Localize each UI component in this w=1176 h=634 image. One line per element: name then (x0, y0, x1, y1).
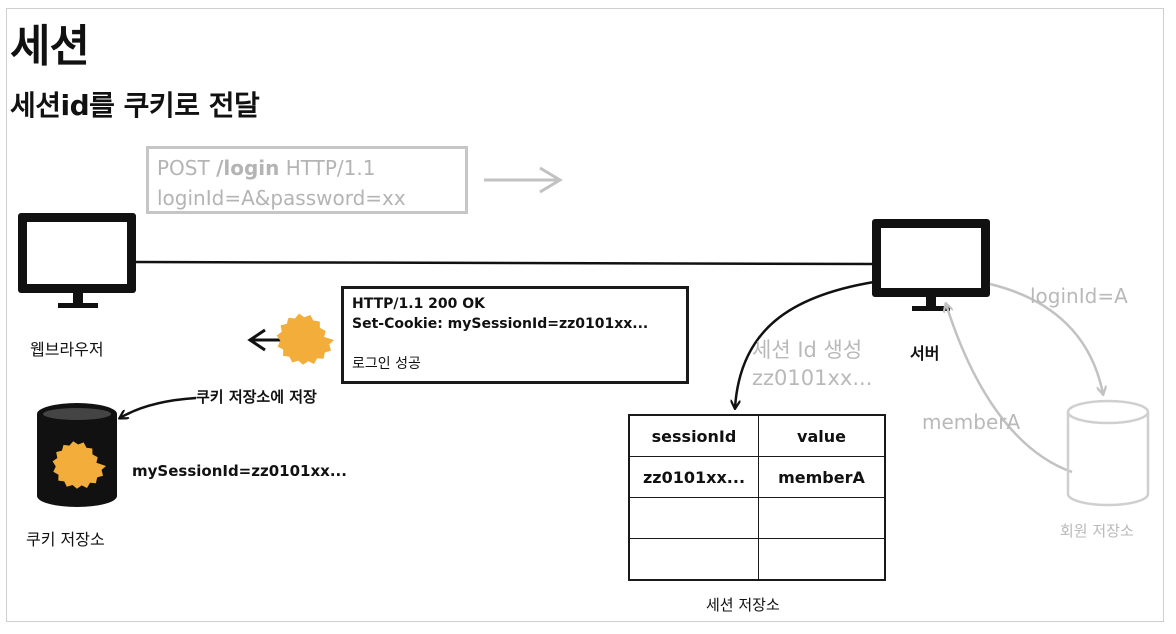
member-query-label: loginId=A (1030, 284, 1128, 308)
browser-monitor-icon (18, 213, 136, 308)
response-message-box: HTTP/1.1 200 OK Set-Cookie: mySessionId=… (341, 286, 689, 384)
request-message-box: POST /login HTTP/1.1 loginId=A&password=… (146, 146, 468, 214)
create-session-arrow (735, 280, 875, 408)
session-id-value-label: zz0101xx... (752, 366, 873, 390)
table-header-value: value (758, 414, 886, 457)
member-store-label: 회원 저장소 (1060, 522, 1134, 540)
request-line: POST /login HTTP/1.1 (157, 153, 457, 183)
cookie-store-label: 쿠키 저장소 (26, 530, 105, 549)
browser-label: 웹브라우저 (30, 340, 104, 359)
request-path: /login (216, 156, 280, 180)
session-store-label: 세션 저장소 (706, 596, 780, 614)
response-message: 로그인 성공 (352, 356, 421, 372)
server-monitor-icon (872, 219, 990, 311)
table-cell-session-id (628, 497, 759, 539)
request-body: loginId=A&password=xx (157, 186, 406, 210)
request-arrow (484, 166, 563, 194)
diagram-frame (6, 8, 1164, 622)
session-create-label: 세션 Id 생성 (752, 338, 863, 362)
table-row (628, 497, 886, 539)
session-store-table: sessionId value zz0101xx... memberA (628, 414, 886, 581)
response-status-line: HTTP/1.1 200 OK (352, 296, 486, 312)
cookie-icon (276, 313, 334, 365)
cookie-value-label: mySessionId=zz0101xx... (132, 462, 347, 480)
member-result-label: memberA (922, 410, 1021, 434)
table-cell-session-id (628, 538, 759, 581)
request-method: POST (157, 156, 217, 180)
stored-cookie-icon (52, 441, 106, 489)
member-store-cylinder-icon (1066, 399, 1150, 507)
table-row: zz0101xx... memberA (628, 456, 886, 498)
table-row (628, 538, 886, 581)
table-cell-session-id: zz0101xx... (628, 456, 759, 498)
save-cookie-arrow (120, 396, 197, 418)
member-query-arrow (989, 282, 1103, 394)
page-subtitle: 세션id를 쿠키로 전달 (10, 89, 260, 122)
table-cell-value: memberA (758, 456, 886, 498)
connection-line (135, 260, 875, 266)
response-set-cookie: Set-Cookie: mySessionId=zz0101xx... (352, 316, 649, 332)
member-result-arrow (946, 304, 1073, 474)
table-header-row: sessionId value (628, 414, 886, 457)
table-cell-value (758, 497, 886, 539)
save-cookie-label: 쿠키 저장소에 저장 (196, 388, 317, 406)
table-header-session-id: sessionId (628, 414, 759, 457)
request-protocol: HTTP/1.1 (279, 156, 376, 180)
server-label: 서버 (910, 344, 940, 363)
response-arrow (247, 328, 284, 352)
page-title: 세션 (10, 21, 90, 72)
table-cell-value (758, 538, 886, 581)
